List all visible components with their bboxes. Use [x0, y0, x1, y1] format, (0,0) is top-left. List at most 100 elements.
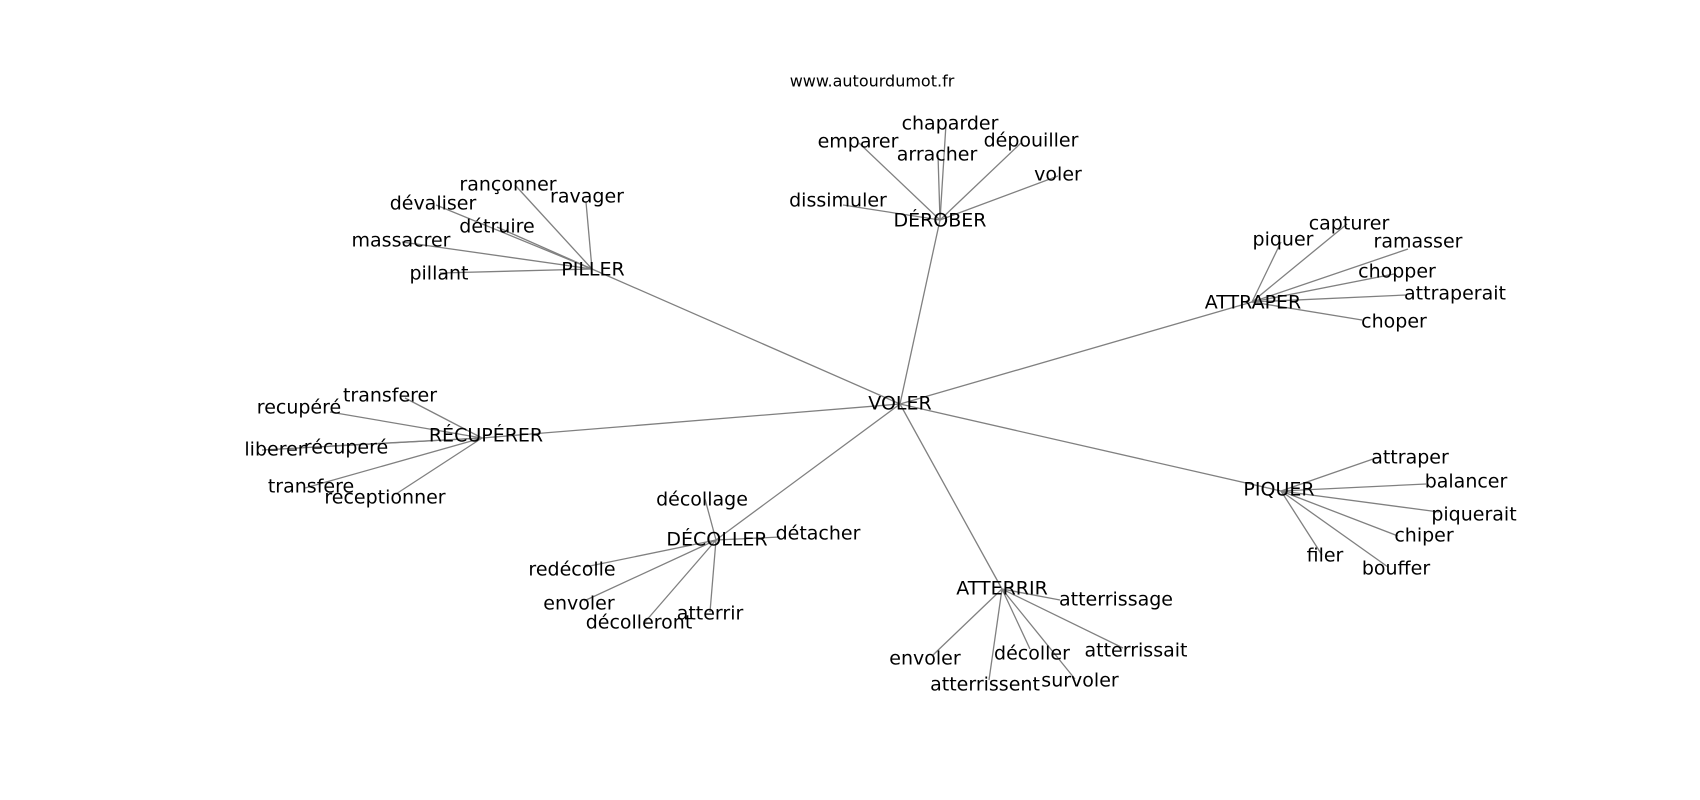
- leaf-node-decoller-4: décolleront: [586, 612, 693, 634]
- edge-piller-1: [585, 201, 593, 270]
- leaf-node-piller-3: détruire: [459, 216, 534, 238]
- leaf-node-recuperer-4: transfere: [268, 476, 354, 498]
- edge-decoller-1: [715, 536, 781, 541]
- graph-labels: www.autourdumot.fr VOLER DÉROBER dissimul…: [244, 72, 1516, 696]
- leaf-node-recuperer-3: récuperé: [304, 437, 388, 459]
- leaf-node-recuperer-5: receptionner: [324, 487, 445, 509]
- leaf-node-derober-1: emparer: [818, 131, 899, 153]
- leaf-node-atterrir-3: atterrissait: [1085, 640, 1188, 662]
- edge-attraper-0: [1251, 241, 1282, 303]
- edge-root-atterrir: [899, 403, 1003, 590]
- edge-attraper-3: [1251, 273, 1395, 303]
- leaf-node-atterrir-4: atterrissent: [930, 674, 1040, 696]
- edge-recuperer-1: [329, 411, 483, 439]
- graph-edges: [261, 123, 1440, 681]
- leaf-node-piquer-5: bouffer: [1362, 558, 1431, 580]
- edge-attraper-1: [1251, 223, 1348, 303]
- edge-derober-0: [842, 204, 941, 221]
- leaf-node-decoller-3: envoler: [543, 593, 615, 615]
- leaf-node-decoller-0: décollage: [656, 489, 748, 511]
- hub-node-decoller: DÉCOLLER: [666, 528, 767, 551]
- hub-node-piquer: PIQUER: [1243, 479, 1314, 501]
- edge-attraper-2: [1251, 248, 1409, 303]
- edge-decoller-3: [583, 539, 717, 602]
- hub-node-attraper: ATTRAPER: [1205, 292, 1302, 314]
- root-node-label: VOLER: [868, 393, 931, 415]
- leaf-node-recuperer-1: recupéré: [257, 397, 341, 419]
- leaf-node-piller-2: dévaliser: [390, 193, 477, 215]
- hub-node-derober: DÉROBER: [893, 209, 986, 232]
- edge-recuperer-0: [404, 397, 483, 439]
- edge-recuperer-4: [304, 437, 483, 489]
- edge-root-attraper: [899, 301, 1253, 405]
- leaf-node-atterrir-2: décoller: [994, 643, 1070, 665]
- leaf-node-piquer-3: chiper: [1394, 525, 1454, 547]
- edge-decoller-0: [704, 498, 717, 541]
- leaf-node-derober-0: dissimuler: [789, 190, 887, 212]
- leaf-node-piller-4: massacrer: [352, 230, 451, 252]
- leaf-node-piller-1: ravager: [550, 186, 624, 208]
- leaf-node-piquer-2: piquerait: [1431, 504, 1516, 526]
- edge-decoller-4: [644, 539, 717, 623]
- leaf-node-decoller-1: détacher: [776, 523, 861, 545]
- edge-piller-0: [514, 184, 593, 270]
- edge-root-derober: [899, 219, 941, 405]
- edge-recuperer-3: [329, 437, 483, 447]
- edge-derober-5: [939, 175, 1059, 221]
- hub-node-piller: PILLER: [561, 259, 624, 281]
- hub-node-recuperer: RÉCUPÉRER: [429, 424, 543, 447]
- edge-piquer-3: [1280, 490, 1399, 537]
- edge-root-piquer: [899, 403, 1282, 492]
- leaf-node-atterrir-5: survoler: [1041, 670, 1119, 692]
- edge-atterrir-5: [1001, 588, 1076, 680]
- leaf-node-derober-3: arracher: [897, 144, 978, 166]
- edge-recuperer-5: [395, 437, 483, 495]
- leaf-node-derober-5: voler: [1034, 164, 1082, 186]
- leaf-node-attraper-1: capturer: [1309, 213, 1390, 235]
- edge-attraper-5: [1251, 301, 1363, 321]
- edge-atterrir-2: [1001, 588, 1031, 650]
- edge-atterrir-4: [988, 588, 1003, 681]
- edge-piquer-2: [1280, 490, 1440, 513]
- edge-root-piller: [591, 268, 901, 405]
- leaf-node-attraper-3: chopper: [1358, 261, 1436, 283]
- edge-piquer-1: [1280, 483, 1427, 492]
- hub-node-atterrir: ATTERRIR: [956, 578, 1048, 600]
- edge-derober-2: [939, 123, 947, 221]
- leaf-node-recuperer-2: liberer: [244, 439, 305, 461]
- edge-piquer-0: [1280, 457, 1377, 492]
- leaf-node-recuperer-0: transferer: [343, 385, 437, 407]
- edge-decoller-5: [709, 539, 717, 613]
- leaf-node-derober-2: chaparder: [902, 113, 999, 135]
- leaf-node-attraper-0: piquer: [1253, 229, 1314, 251]
- edge-piquer-5: [1280, 490, 1389, 568]
- leaf-node-derober-4: dépouiller: [984, 130, 1079, 152]
- leaf-node-piquer-4: filer: [1307, 545, 1344, 567]
- edge-root-decoller: [715, 403, 901, 541]
- leaf-node-piller-0: rançonner: [459, 174, 556, 196]
- edge-piller-4: [401, 241, 593, 270]
- edge-attraper-4: [1251, 294, 1407, 303]
- leaf-node-decoller-5: atterrir: [677, 603, 744, 625]
- leaf-node-atterrir-1: envoler: [889, 648, 961, 670]
- edge-root-recuperer: [481, 403, 901, 439]
- source-label: www.autourdumot.fr: [790, 72, 955, 91]
- leaf-node-attraper-2: ramasser: [1374, 231, 1463, 253]
- edge-decoller-2: [584, 539, 717, 568]
- edge-piquer-4: [1280, 490, 1323, 556]
- leaf-node-decoller-2: redécolle: [528, 559, 615, 581]
- edge-atterrir-1: [932, 588, 1003, 656]
- leaf-node-attraper-5: choper: [1361, 311, 1427, 333]
- edge-piller-2: [435, 204, 593, 270]
- edge-piller-3: [496, 226, 593, 270]
- edge-derober-3: [937, 154, 941, 221]
- leaf-node-atterrir-0: atterrissage: [1059, 589, 1173, 611]
- leaf-node-piller-5: pillant: [409, 263, 468, 285]
- leaf-node-piquer-1: balancer: [1425, 471, 1508, 493]
- edge-piller-5: [439, 268, 593, 274]
- leaf-node-attraper-4: attraperait: [1404, 283, 1506, 305]
- edge-derober-4: [939, 141, 1023, 221]
- edge-derober-1: [858, 142, 941, 221]
- edge-atterrir-3: [1001, 588, 1124, 649]
